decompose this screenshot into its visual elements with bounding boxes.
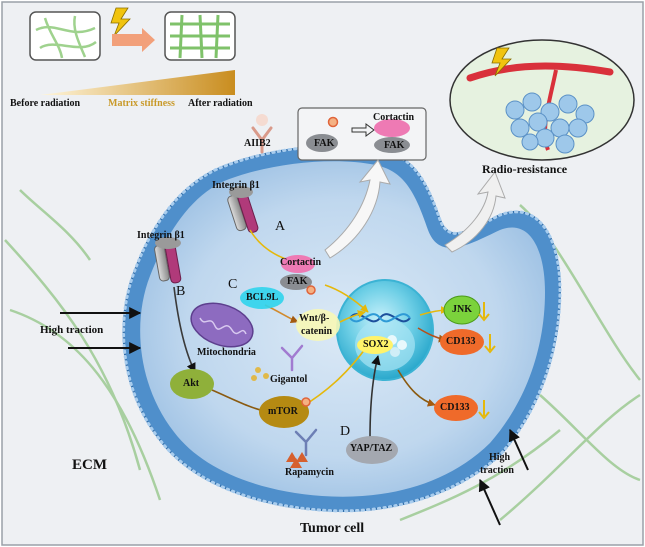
pathway-label-b: B (176, 284, 186, 299)
wnt-label-line2: catenin (301, 326, 333, 337)
pathway-label-a: A (275, 219, 286, 234)
cd133-upper-label: CD133 (446, 336, 476, 347)
rapamycin-label: Rapamycin (285, 467, 334, 478)
arrow-to-radio-resistance (444, 170, 506, 253)
rapamycin-icon (286, 428, 318, 468)
yap-taz-shape (346, 436, 398, 464)
after-radiation-label: After radiation (188, 98, 253, 109)
aiib2-label: AIIB2 (244, 138, 271, 149)
mtor-label: mTOR (268, 406, 298, 417)
mitochondria-label: Mitochondria (197, 347, 256, 358)
signaling-arrows (173, 229, 449, 439)
inset-cortactin-label: Cortactin (373, 112, 415, 123)
cd133-lower-shape (434, 395, 490, 421)
aiib2-antibody-icon (251, 114, 273, 154)
jnk-label: JNK (452, 304, 472, 315)
cd133-lower-label: CD133 (440, 402, 470, 413)
mtor-shape (259, 396, 311, 428)
stiffness-gradient-wedge (40, 70, 235, 95)
high-traction-left-label: High traction (40, 324, 104, 336)
lightning-icon (110, 7, 131, 37)
yap-taz-label: YAP/TAZ (350, 443, 393, 454)
tumor-cell-label: Tumor cell (300, 521, 365, 536)
stiffening-arrow-icon (112, 28, 155, 52)
inset-fak-left-label: FAK (314, 138, 335, 149)
bcl9l-shape (240, 287, 284, 309)
inset-fak-cortactin (297, 107, 427, 161)
gigantol-icon (251, 344, 304, 381)
chromatin-dots-icon (387, 335, 407, 357)
arrow-to-fak-inset (324, 159, 391, 259)
wnt-label-line1: Wnt/β- (299, 313, 330, 324)
before-radiation-label: Before radiation (10, 98, 81, 109)
cd133-upper-shape (440, 329, 496, 355)
inset-radio-resistance (449, 39, 635, 161)
sox2-label: SOX2 (363, 339, 389, 350)
integrin-left-icon (154, 237, 182, 284)
akt-shape (170, 369, 214, 399)
matrix-stiffness-label: Matrix stiffness (108, 98, 175, 109)
pathway-label-d: D (340, 424, 351, 439)
high-traction-right-line1: High (489, 452, 511, 463)
bcl9l-label: BCL9L (246, 292, 279, 303)
traction-arrows-right (478, 428, 529, 526)
radio-resistance-label: Radio-resistance (482, 162, 568, 176)
integrin-left-label: Integrin β1 (137, 230, 185, 241)
wnt-shape (296, 309, 340, 341)
akt-label: Akt (183, 378, 200, 389)
sox2-shape (357, 336, 393, 354)
integrin-top-label: Integrin β1 (212, 180, 260, 191)
cortactin-label: Cortactin (280, 257, 322, 268)
matrix-after-box (164, 11, 236, 61)
integrin-top-icon (227, 186, 259, 234)
matrix-before-box (29, 11, 101, 61)
pathway-label-c: C (228, 277, 238, 292)
high-traction-right-line2: traction (480, 465, 514, 476)
cortactin-fak-complex-icon (280, 255, 316, 295)
jnk-shape (443, 295, 490, 325)
inset-fak-right-label: FAK (384, 140, 405, 151)
traction-arrows-left (60, 307, 142, 354)
mitochondria-icon (190, 302, 254, 348)
ecm-label: ECM (72, 457, 107, 473)
gigantol-label: Gigantol (270, 374, 308, 385)
fak-label: FAK (287, 276, 308, 287)
